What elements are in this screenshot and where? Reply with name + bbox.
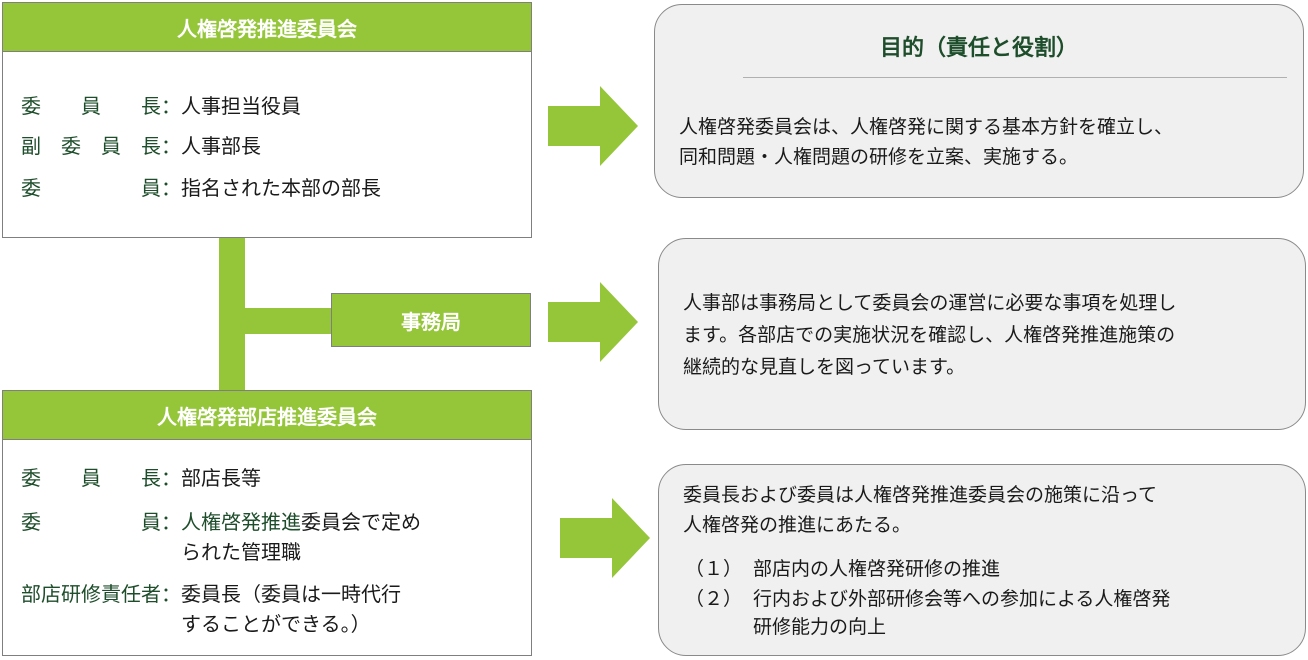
role-value-rest: 委員会で定め bbox=[301, 510, 421, 534]
purpose-line: 同和問題・人権問題の研修を立案、実施する。 bbox=[679, 146, 1079, 168]
top-committee-title: 人権啓発推進委員会 bbox=[3, 3, 531, 52]
role-value: 部店長等 bbox=[181, 466, 261, 490]
arrow-right-icon bbox=[560, 498, 650, 578]
secretariat-box: 事務局 bbox=[331, 293, 531, 347]
bottom-committee-row-chair: 委 員 長： 部店長等 bbox=[21, 463, 261, 493]
role-label: 委 員： bbox=[21, 510, 181, 534]
purpose-title: 目的（責任と役割） bbox=[879, 36, 1078, 61]
item-text: 行内および外部研修会等への参加による人権啓発 研修能力の向上 bbox=[753, 585, 1170, 641]
vertical-connector bbox=[219, 238, 245, 392]
top-committee-row-vice-chair: 副 委 員 長： 人事部長 bbox=[21, 131, 261, 161]
branch-desc-box: 委員長および委員は人権啓発推進委員会の施策に沿って 人権啓発の推進にあたる。 （… bbox=[658, 464, 1306, 656]
role-value: 委員長（委員は一時代行 することができる。） bbox=[181, 579, 401, 639]
role-value-line2: することができる。） bbox=[181, 612, 371, 636]
item-text: 部店内の人権啓発研修の推進 bbox=[753, 558, 1001, 580]
role-label: 委 員 長： bbox=[21, 466, 181, 490]
purpose-divider bbox=[743, 77, 1287, 78]
purpose-line: 人権啓発委員会は、人権啓発に関する基本方針を確立し、 bbox=[679, 116, 1174, 138]
item-text-line1: 行内および外部研修会等への参加による人権啓発 bbox=[753, 588, 1171, 610]
horizontal-connector bbox=[245, 308, 333, 334]
role-label: 委 員 長： bbox=[21, 94, 181, 118]
role-label: 部店研修責任者： bbox=[21, 582, 181, 606]
arrow-right-icon bbox=[548, 282, 638, 362]
bottom-committee-title: 人権啓発部店推進委員会 bbox=[3, 391, 531, 440]
role-label: 副 委 員 長： bbox=[21, 134, 181, 158]
secretariat-desc-box: 人事部は事務局として委員会の運営に必要な事項を処理し ます。各部店での実施状況を… bbox=[658, 238, 1306, 430]
bottom-committee-row-training-lead: 部店研修責任者： 委員長（委員は一時代行 することができる。） bbox=[21, 579, 401, 639]
top-committee-box: 人権啓発推進委員会 委 員 長： 人事担当役員 副 委 員 長： 人事部長 委 … bbox=[2, 2, 532, 238]
bottom-committee-box: 人権啓発部店推進委員会 委 員 長： 部店長等 委 員： 人権啓発推進委員会で定… bbox=[2, 390, 532, 656]
branch-desc-item: （１） 部店内の人権啓発研修の推進 bbox=[685, 555, 1000, 583]
secretariat-desc-line: 人事部は事務局として委員会の運営に必要な事項を処理し bbox=[683, 292, 1177, 314]
role-value-line1: 委員長（委員は一時代行 bbox=[181, 582, 401, 606]
role-label: 委 員： bbox=[21, 176, 181, 200]
arrow-right-icon bbox=[548, 86, 638, 166]
secretariat-desc-line: 継続的な見直しを図っています。 bbox=[683, 356, 966, 378]
role-value-line2: られた管理職 bbox=[181, 540, 301, 564]
top-committee-row-member: 委 員： 指名された本部の部長 bbox=[21, 173, 381, 203]
branch-desc-line: 人権啓発の推進にあたる。 bbox=[683, 514, 912, 536]
role-value: 人事担当役員 bbox=[181, 94, 301, 118]
secretariat-desc-line: ます。各部店での実施状況を確認し、人権啓発推進施策の bbox=[683, 324, 1176, 346]
branch-desc-item: （２） 行内および外部研修会等への参加による人権啓発 研修能力の向上 bbox=[685, 585, 1170, 641]
role-value: 人権啓発推進委員会で定め られた管理職 bbox=[181, 507, 421, 567]
bottom-committee-row-member: 委 員： 人権啓発推進委員会で定め られた管理職 bbox=[21, 507, 421, 567]
item-text-line2: 研修能力の向上 bbox=[753, 616, 887, 638]
purpose-box: 目的（責任と役割） 人権啓発委員会は、人権啓発に関する基本方針を確立し、 同和問… bbox=[654, 4, 1304, 198]
highlighted-term: 人権啓発推進 bbox=[181, 510, 301, 534]
item-number: （１） bbox=[685, 558, 743, 580]
role-value: 人事部長 bbox=[181, 134, 261, 158]
role-value: 指名された本部の部長 bbox=[181, 176, 381, 200]
branch-desc-line: 委員長および委員は人権啓発推進委員会の施策に沿って bbox=[683, 484, 1158, 506]
top-committee-row-chair: 委 員 長： 人事担当役員 bbox=[21, 91, 301, 121]
item-number: （２） bbox=[685, 588, 743, 610]
